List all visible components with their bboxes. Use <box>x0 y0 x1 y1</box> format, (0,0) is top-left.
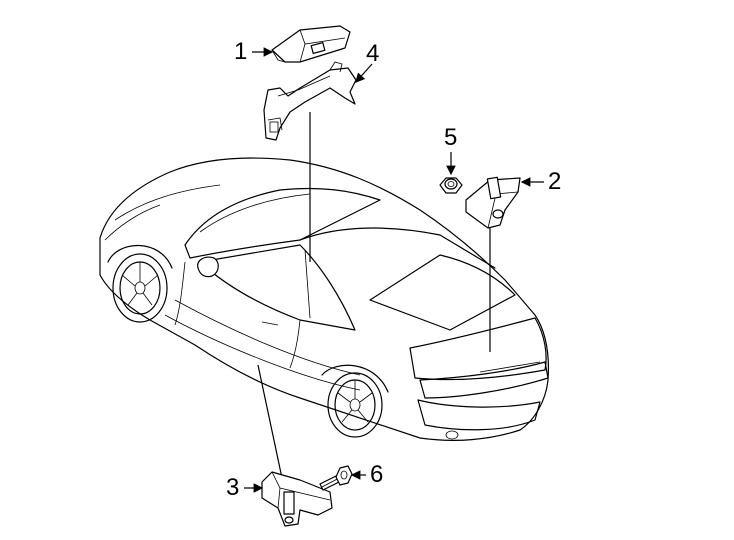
front-wheel <box>112 253 168 323</box>
callout-2-label: 2 <box>548 168 562 195</box>
part-2-sensor <box>465 176 521 229</box>
callout-1-label: 1 <box>234 38 248 65</box>
car-illustration <box>99 157 550 441</box>
callout-6-label: 6 <box>370 461 384 488</box>
callout-3-label: 3 <box>226 474 240 501</box>
rear-wheel <box>327 372 383 438</box>
callout-arrows <box>244 47 544 493</box>
callout-4-label: 4 <box>366 40 380 67</box>
part-4-bracket <box>263 61 357 141</box>
part-6-bolt <box>319 465 353 491</box>
callout-5-label: 5 <box>444 124 458 151</box>
leader-lines <box>257 112 491 479</box>
part-3-sensor <box>261 471 333 527</box>
part-1-control-module <box>271 25 351 63</box>
part-5-nut <box>439 177 463 194</box>
